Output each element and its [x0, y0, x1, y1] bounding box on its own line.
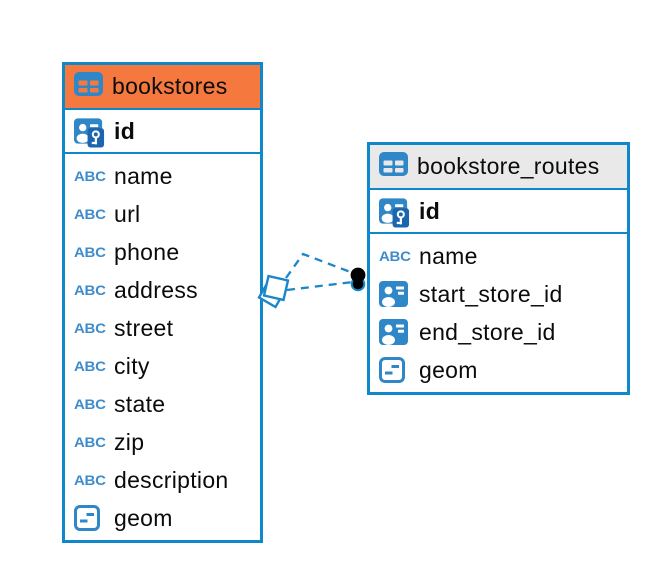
column-row[interactable]: end_store_id	[370, 313, 627, 351]
text-type-icon: ABC	[74, 243, 106, 261]
column-name: start_store_id	[419, 280, 563, 307]
column-row-pk[interactable]: id	[65, 110, 260, 154]
text-type-icon: ABC	[379, 247, 411, 265]
column-name: url	[114, 200, 141, 227]
text-type-icon: ABC	[74, 433, 106, 451]
column-list: ABC name start_store_id	[370, 234, 627, 392]
column-row[interactable]: ABC address	[65, 271, 260, 309]
column-name: end_store_id	[419, 318, 556, 345]
geometry-type-icon	[379, 357, 411, 383]
column-name: address	[114, 276, 198, 303]
column-name: geom	[419, 356, 478, 383]
column-name: phone	[114, 238, 180, 265]
table-title: bookstore_routes	[417, 153, 600, 179]
text-type-icon: ABC	[74, 395, 106, 413]
relationship-source-marker[interactable]	[257, 274, 290, 309]
column-row[interactable]: ABC url	[65, 195, 260, 233]
table-node-bookstore-routes[interactable]: bookstore_routes id ABC	[367, 142, 630, 395]
column-name: name	[419, 242, 478, 269]
column-name: name	[114, 162, 173, 189]
column-name: zip	[114, 428, 145, 455]
text-type-icon: ABC	[74, 471, 106, 489]
column-name: id	[419, 197, 441, 224]
column-row[interactable]: ABC name	[370, 237, 627, 275]
relationship-line-start-store[interactable]	[286, 280, 354, 292]
reference-type-icon	[379, 281, 411, 307]
text-type-icon: ABC	[74, 281, 106, 299]
column-name: city	[114, 352, 150, 379]
column-row[interactable]: ABC name	[65, 157, 260, 195]
column-row-pk[interactable]: id	[370, 190, 627, 234]
primary-key-icon	[74, 114, 106, 148]
column-name: street	[114, 314, 174, 341]
table-header-bookstore-routes[interactable]: bookstore_routes	[370, 145, 627, 190]
table-title: bookstores	[112, 73, 228, 99]
table-header-bookstores[interactable]: bookstores	[65, 65, 260, 110]
column-row[interactable]: ABC state	[65, 385, 260, 423]
text-type-icon: ABC	[74, 319, 106, 337]
table-icon	[74, 72, 103, 101]
column-row[interactable]: geom	[65, 499, 260, 537]
column-row[interactable]: ABC street	[65, 309, 260, 347]
column-row[interactable]: start_store_id	[370, 275, 627, 313]
table-node-bookstores[interactable]: bookstores id ABC	[62, 62, 263, 543]
geometry-type-icon	[74, 505, 106, 531]
text-type-icon: ABC	[74, 357, 106, 375]
column-list: ABC name ABC url ABC phone ABC address A…	[65, 154, 260, 540]
column-row[interactable]: ABC phone	[65, 233, 260, 271]
column-row[interactable]: ABC description	[65, 461, 260, 499]
column-row[interactable]: ABC zip	[65, 423, 260, 461]
column-name: id	[114, 117, 136, 144]
text-type-icon: ABC	[74, 167, 106, 185]
relationship-target-marker[interactable]	[350, 267, 366, 292]
table-icon	[379, 152, 408, 181]
relationship-line-end-store[interactable]	[285, 252, 354, 279]
primary-key-icon	[379, 194, 411, 228]
column-row[interactable]: geom	[370, 351, 627, 389]
column-name: description	[114, 466, 229, 493]
text-type-icon: ABC	[74, 205, 106, 223]
column-name: geom	[114, 504, 173, 531]
column-row[interactable]: ABC city	[65, 347, 260, 385]
column-name: state	[114, 390, 166, 417]
reference-type-icon	[379, 319, 411, 345]
